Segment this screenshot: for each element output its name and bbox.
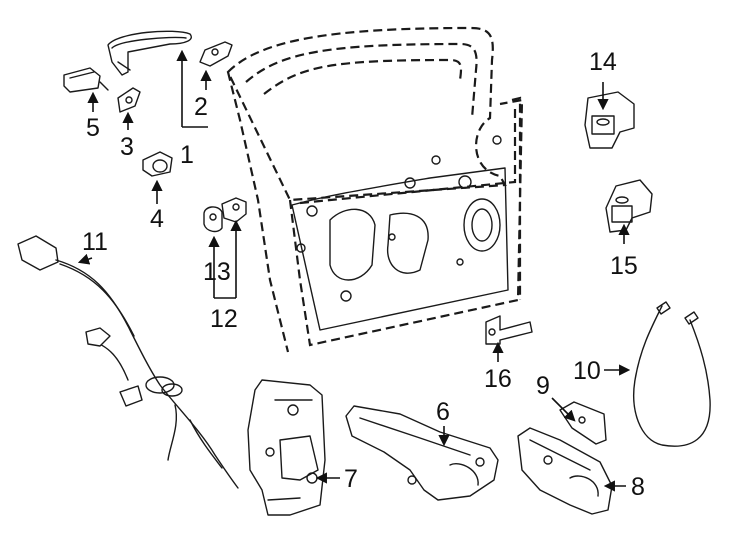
callout-1: 1 [180,141,194,169]
callout-10: 10 [573,357,601,385]
callout-5: 5 [86,114,100,142]
callout-7: 7 [344,465,358,493]
callout-12: 12 [210,305,238,333]
plate-13 [203,206,223,233]
plate-12 [221,197,247,223]
outer-door-handle [107,30,192,76]
callout-8: 8 [631,473,645,501]
callout-3: 3 [120,133,134,161]
callout-6: 6 [436,398,450,426]
callout-13: 13 [203,258,231,286]
door-shell-outline [226,26,524,353]
door-check [485,315,533,345]
wire-harness [17,235,239,489]
callout-15: 15 [610,252,638,280]
lower-hinge [605,179,653,233]
callout-16: 16 [484,365,512,393]
handle-reinforcement-frame [345,405,499,501]
callout-9: 9 [536,372,550,400]
release-cable [633,301,711,447]
lock-cylinder-cap [142,151,173,177]
callout-2: 2 [194,93,208,121]
door-latch [247,379,326,516]
lock-cylinder [63,67,109,93]
inner-door-handle [517,427,613,515]
callout-14: 14 [589,48,617,76]
handle-bracket [199,41,233,67]
handle-gasket [117,87,141,113]
upper-hinge [584,91,635,149]
leader-12 [208,219,242,299]
callout-11: 11 [82,228,108,256]
leader-1 [176,49,208,128]
handle-bracket-9 [559,401,607,445]
leader-11 [77,253,93,265]
leader-9 [551,397,576,422]
door-inner-panel [291,135,509,331]
callout-4: 4 [150,205,164,233]
